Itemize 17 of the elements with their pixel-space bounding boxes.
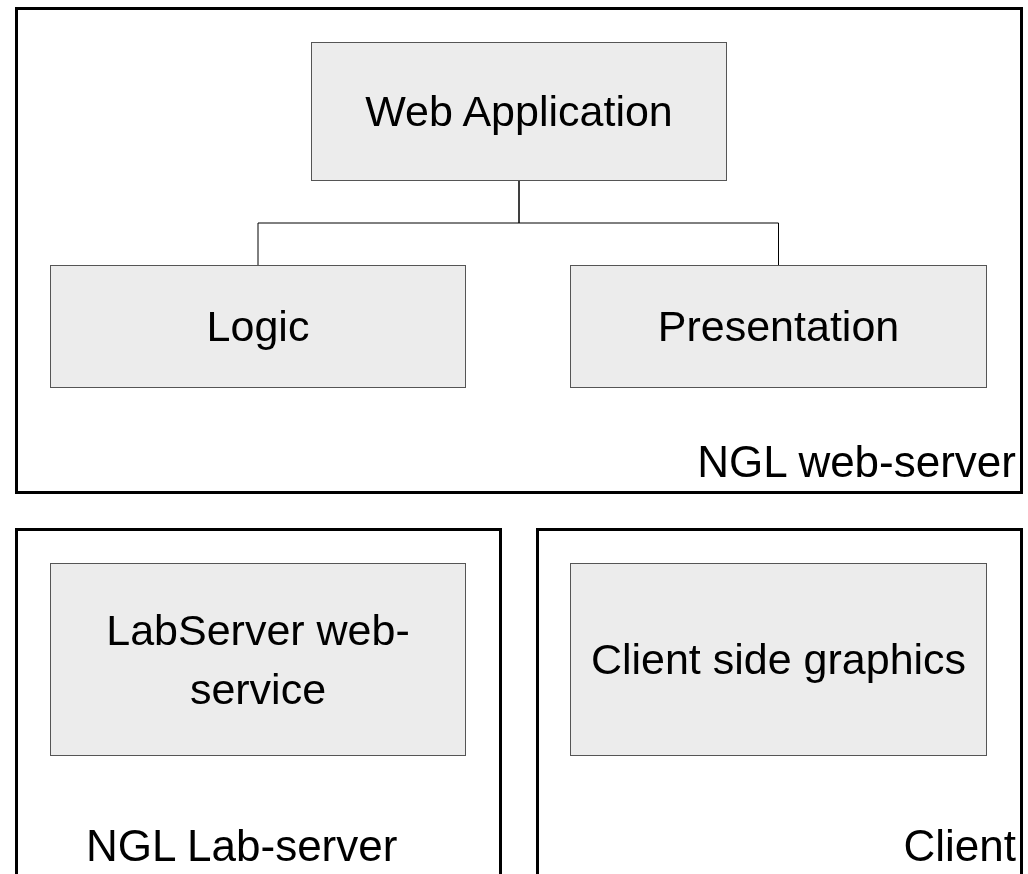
box-label: LabServer web-service xyxy=(105,605,411,715)
frame-label: NGL web-server xyxy=(697,440,1016,484)
frame-label: Client xyxy=(903,824,1016,868)
box-label: Client side graphics xyxy=(590,634,967,686)
frame-label: NGL Lab-server xyxy=(86,824,398,868)
component-box xyxy=(50,265,466,388)
component-box xyxy=(570,265,987,388)
server-frame xyxy=(536,528,1023,874)
server-frame xyxy=(15,7,1023,494)
component-box xyxy=(570,563,987,756)
component-box xyxy=(50,563,466,756)
box-label: Presentation xyxy=(657,301,900,353)
server-frame xyxy=(15,528,502,874)
connector-line xyxy=(518,180,779,266)
box-label: Web Application xyxy=(365,86,673,138)
box-label: Logic xyxy=(206,301,310,353)
component-box xyxy=(311,42,727,181)
